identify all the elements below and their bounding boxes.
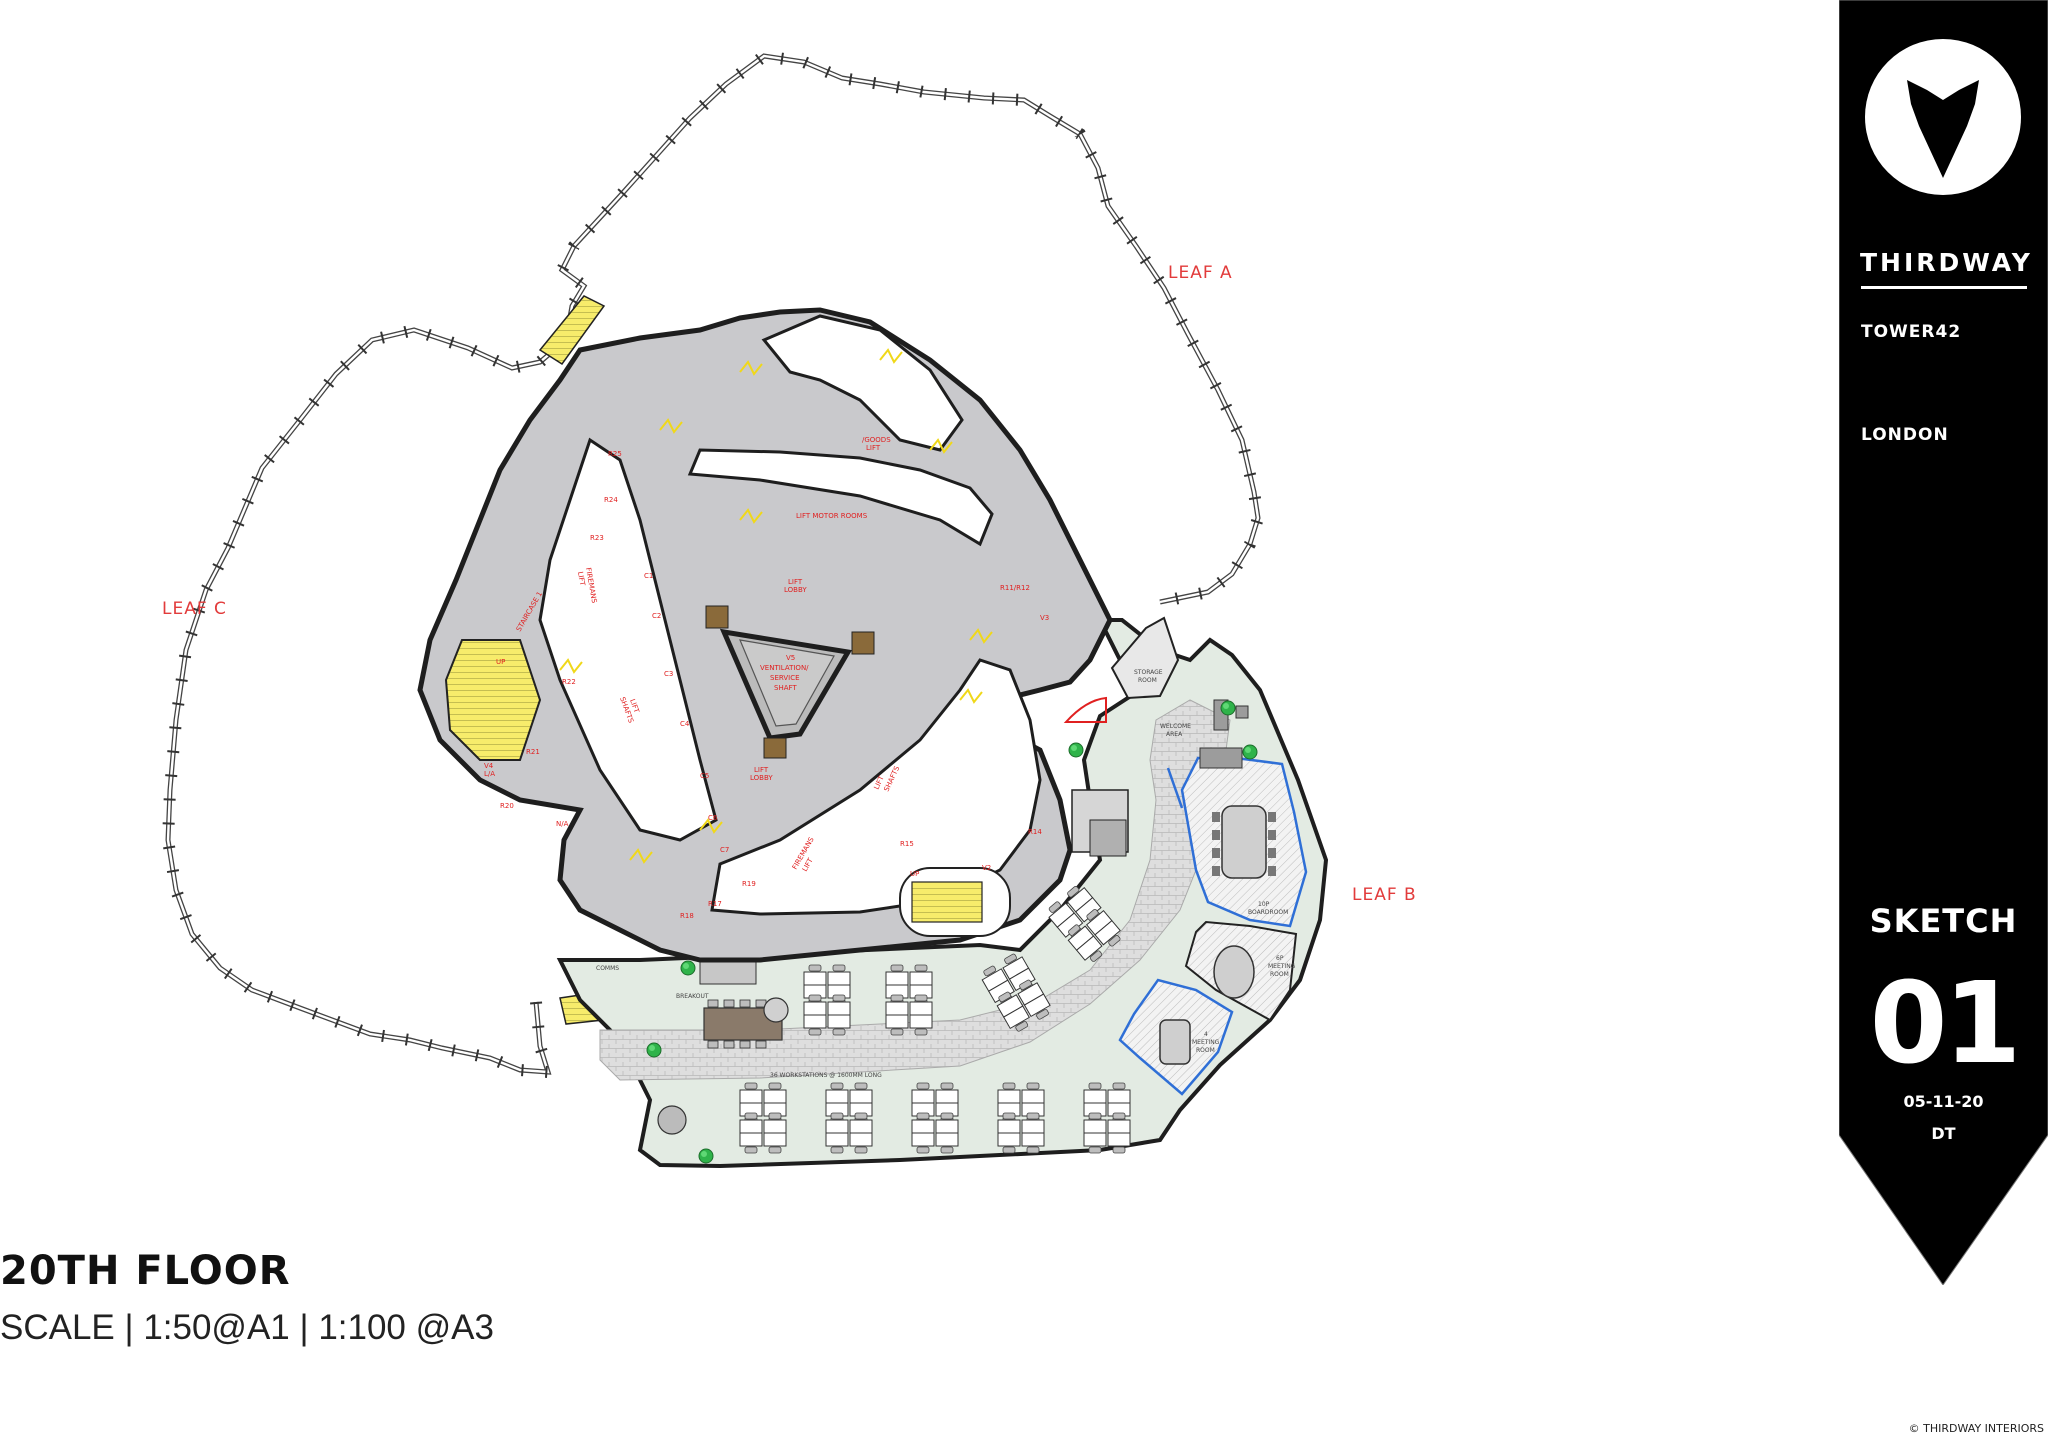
lift-lobby-label: LOBBY xyxy=(750,774,773,782)
ventilation-label: SHAFT xyxy=(774,684,797,692)
room-label: C1 xyxy=(644,572,653,580)
lift-shaft-south xyxy=(710,658,1042,916)
fox-head-icon xyxy=(1907,80,1979,178)
room-label: V3 xyxy=(1040,614,1049,622)
floor-plan: LEAF A LEAF B LEAF C 36 WORKSTATIONS @ 1… xyxy=(161,49,1417,1169)
sketch-label: SKETCH xyxy=(1869,902,2018,940)
firemans-lift-label: LIFT xyxy=(576,571,586,587)
room-label: R15 xyxy=(900,840,914,848)
room-label: R20 xyxy=(500,802,514,810)
leaf-label: LEAF B xyxy=(1352,885,1417,905)
room-label: C6 xyxy=(708,814,718,822)
building-name: TOWER42 xyxy=(1861,322,1962,342)
workstations-label: 36 WORKSTATIONS @ 1600MM LONG xyxy=(770,1072,882,1079)
lift-lobby-label: LOBBY xyxy=(784,586,807,594)
room-label: UP xyxy=(910,870,919,878)
room-label: R24 xyxy=(604,496,618,504)
city-name: LONDON xyxy=(1861,425,1949,445)
room-label: R21 xyxy=(526,748,540,756)
leaf-label: LEAF A xyxy=(1168,263,1233,283)
room-label: R19 xyxy=(742,880,756,888)
meeting-room-6p-label: MEETING xyxy=(1268,963,1296,970)
lift-lobby-label: LIFT xyxy=(788,578,803,586)
sketch-author: DT xyxy=(1931,1124,1956,1143)
circulation-corridor xyxy=(599,699,1231,1081)
storage-room: STORAGE ROOM xyxy=(1110,616,1180,700)
breakout-area: BREAKOUT COMMS xyxy=(596,961,789,1135)
comms-label: COMMS xyxy=(596,965,619,972)
room-labels: R25 R24 R23 R22 R21 R20 R19 R18 R17 R15 … xyxy=(484,450,1049,920)
facade-stair-north xyxy=(538,295,606,366)
room-label: C5 xyxy=(700,772,709,780)
sketch-number: 01 xyxy=(1869,959,2022,1089)
welcome-area-label: AREA xyxy=(1166,731,1183,738)
room-label: R25 xyxy=(608,450,622,458)
boardroom-label: 10P xyxy=(1258,901,1270,908)
lift-motor-rooms-label: LIFT MOTOR ROOMS xyxy=(796,512,868,520)
ventilation-label: V5 xyxy=(786,654,795,662)
meeting-room-6p-label: ROOM xyxy=(1270,971,1289,978)
room-label: N/A xyxy=(556,820,569,828)
goods-lift-area xyxy=(761,314,964,452)
storage-room-label: STORAGE xyxy=(1134,669,1163,676)
fire-door-markers xyxy=(559,348,993,864)
ventilation-shaft: V5 VENTILATION/ SERVICE SHAFT xyxy=(705,605,875,759)
drawing-scale: SCALE | 1:50@A1 | 1:100 @A3 xyxy=(0,1308,494,1347)
room-label: L/A xyxy=(484,770,495,778)
room-label: UP xyxy=(496,658,505,666)
lift-lobby-label: LIFT xyxy=(754,766,769,774)
leaf-label: LEAF C xyxy=(162,599,227,619)
room-label: R22 xyxy=(562,678,576,686)
entrance-door xyxy=(1063,696,1107,723)
brand-name: THIRDWAY xyxy=(1860,248,2033,277)
breakout-label: BREAKOUT xyxy=(676,993,709,1000)
room-label: C3 xyxy=(664,670,673,678)
meeting-room-4p-label: 4 xyxy=(1204,1031,1208,1038)
room-label: R17 xyxy=(708,900,722,908)
goods-lift-label: LIFT xyxy=(866,444,881,452)
brand-rule xyxy=(1861,286,2027,289)
room-label: V4 xyxy=(484,762,494,770)
room-label: R23 xyxy=(590,534,604,542)
boardroom: 10P BOARDROOM xyxy=(1180,756,1308,928)
meeting-room-4p-label: MEETING xyxy=(1192,1039,1220,1046)
room-label: R14 xyxy=(1028,828,1042,836)
ventilation-label: SERVICE xyxy=(770,674,800,682)
storage-room-label: ROOM xyxy=(1138,677,1157,684)
meeting-room-4p: 4 MEETING ROOM xyxy=(1118,978,1234,1096)
room-label: V2 xyxy=(982,864,991,872)
ventilation-label: VENTILATION/ xyxy=(760,664,809,672)
boardroom-label: BOARDROOM xyxy=(1248,909,1288,916)
copyright: © THIRDWAY INTERIORS xyxy=(1908,1422,2044,1435)
room-label: C4 xyxy=(680,720,690,728)
floor-title: 20TH FLOOR xyxy=(0,1248,291,1294)
lift-shaft-west xyxy=(538,437,718,842)
sketch-date: 05-11-20 xyxy=(1903,1092,1984,1111)
meeting-room-4p-label: ROOM xyxy=(1196,1047,1215,1054)
goods-lift-label: /GOODS xyxy=(862,436,891,444)
room-label: R11/R12 xyxy=(1000,584,1030,592)
title-block xyxy=(1839,0,2048,1285)
room-label: C2 xyxy=(652,612,661,620)
lift-motor-rooms xyxy=(687,448,994,547)
staircase-south xyxy=(899,867,1011,937)
room-label: C7 xyxy=(720,846,729,854)
room-label: R18 xyxy=(680,912,694,920)
meeting-room-6p: 6P MEETING ROOM xyxy=(1184,920,1298,1022)
welcome-area-label: WELCOME xyxy=(1160,723,1191,730)
meeting-room-6p-label: 6P xyxy=(1276,955,1284,962)
